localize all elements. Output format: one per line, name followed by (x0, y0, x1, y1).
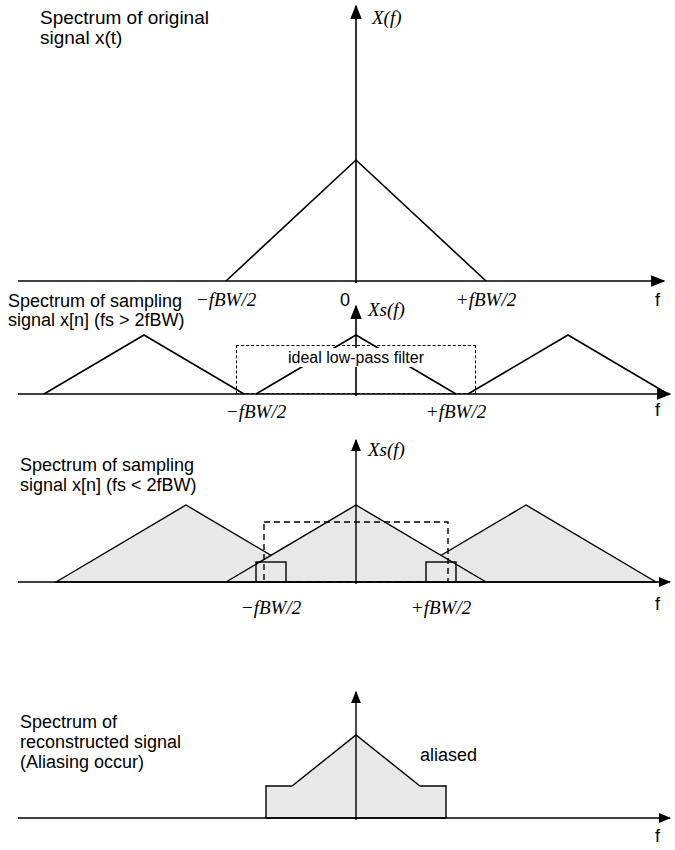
amplitude-axis (355, 692, 356, 820)
lowpass-filter-box: ideal low-pass filter (236, 345, 476, 394)
axis-title: Xs(f) (368, 440, 405, 460)
panel-title: Spectrum of sampling signal x[n] (fs > 2… (8, 292, 198, 330)
axis-name: f (655, 290, 660, 310)
tick-label: +fBW/2 (456, 290, 516, 310)
axis-name: f (655, 400, 660, 420)
axis-name: f (655, 826, 660, 846)
panel-title: Spectrum of sampling signal x[n] (fs < 2… (20, 455, 210, 495)
panel-title: Spectrum of reconstructed signal (Aliasi… (20, 712, 192, 772)
tick-label: −fBW/2 (226, 402, 286, 422)
panel-original (18, 6, 664, 283)
axis-title: X(f) (372, 8, 402, 28)
panel-sampled-aliased (18, 440, 670, 584)
tick-label: −fBW/2 (241, 598, 301, 618)
spectrum-replica (44, 335, 244, 394)
overlap-region (426, 562, 456, 582)
amplitude-axis (355, 6, 357, 283)
panel-title: Spectrum of original signal x(t) (40, 8, 212, 48)
tick-label: −fBW/2 (196, 290, 256, 310)
panel-reconstructed (18, 692, 670, 820)
tick-label: +fBW/2 (426, 402, 486, 422)
f-axis (18, 280, 664, 282)
f-axis (18, 581, 670, 582)
filter-label: ideal low-pass filter (285, 348, 427, 367)
tick-label: 0 (340, 290, 350, 310)
spectrum-replica (468, 335, 668, 394)
tick-label: +fBW/2 (411, 598, 471, 618)
amplitude-axis (355, 440, 356, 584)
f-axis (18, 817, 670, 818)
axis-title: Xs(f) (368, 300, 405, 320)
spectrum-triangle (256, 335, 456, 394)
overlap-region (256, 562, 286, 582)
annotation: aliased (420, 745, 477, 765)
axis-name: f (655, 594, 660, 614)
spectrum-triangle (226, 160, 486, 281)
